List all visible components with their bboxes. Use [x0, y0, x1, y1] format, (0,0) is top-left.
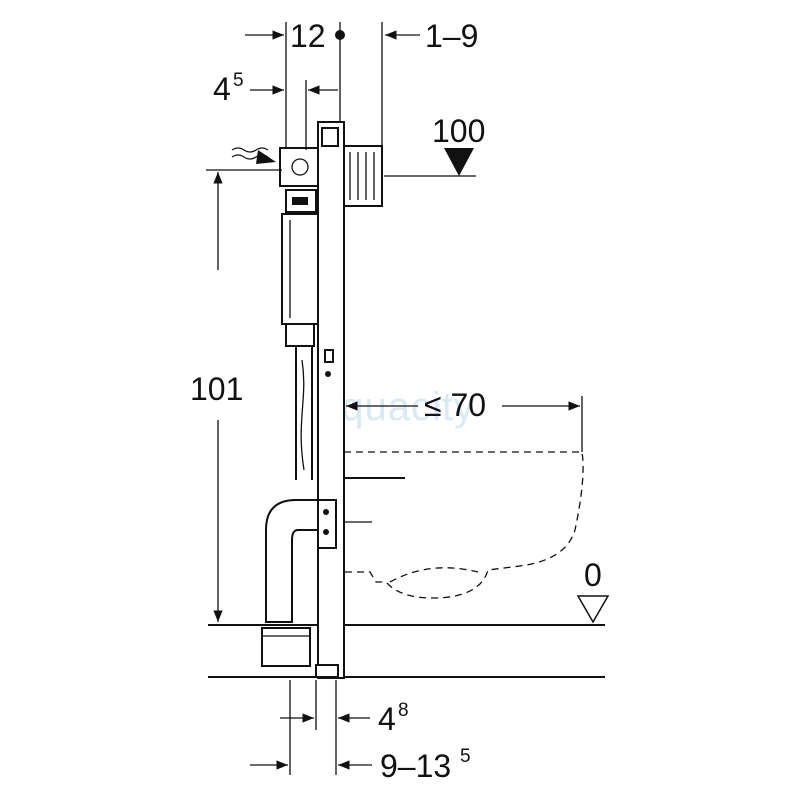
flush-pipe-cable — [300, 359, 305, 471]
level-0-triangle — [576, 595, 610, 624]
level-label-100: 100 — [432, 113, 485, 149]
dim-label-12: 12 — [290, 18, 326, 54]
dim-label-70: ≤ 70 — [424, 387, 486, 423]
frame-post — [317, 121, 345, 679]
frame-screw — [325, 371, 331, 377]
reference-point — [335, 30, 345, 40]
cistern-top-valve — [279, 147, 319, 187]
dim-label-4-8: 4 — [378, 701, 396, 737]
level-label-0: 0 — [584, 557, 602, 593]
dim-label-9-13-sup: 5 — [460, 746, 471, 767]
dim-label-1-9: 1–9 — [425, 18, 478, 54]
valve-circle — [291, 158, 309, 176]
dim-label-4: 4 — [213, 71, 231, 107]
water-supply-arrow — [256, 150, 276, 164]
dim-label-4-sup: 5 — [233, 70, 244, 91]
frame-marker — [324, 349, 334, 363]
drain-socket — [261, 627, 311, 667]
cistern-outlet — [285, 323, 315, 347]
cistern-body — [281, 213, 319, 325]
dim-label-4-8-sup: 8 — [398, 700, 409, 721]
drain-flange — [317, 499, 337, 549]
dim-label-9-13: 9–13 — [380, 748, 451, 784]
frame-top-bracket — [321, 127, 339, 147]
drain-bend — [265, 499, 319, 623]
flange-bolt-1 — [323, 509, 329, 515]
frame-foot — [315, 664, 339, 678]
connector-label — [292, 197, 308, 205]
dim-label-101: 101 — [190, 371, 243, 407]
level-100-triangle — [444, 148, 474, 176]
flush-pipe — [295, 346, 313, 480]
flange-bolt-2 — [323, 529, 329, 535]
wc-inner — [389, 567, 479, 583]
wc-outline — [344, 451, 584, 599]
